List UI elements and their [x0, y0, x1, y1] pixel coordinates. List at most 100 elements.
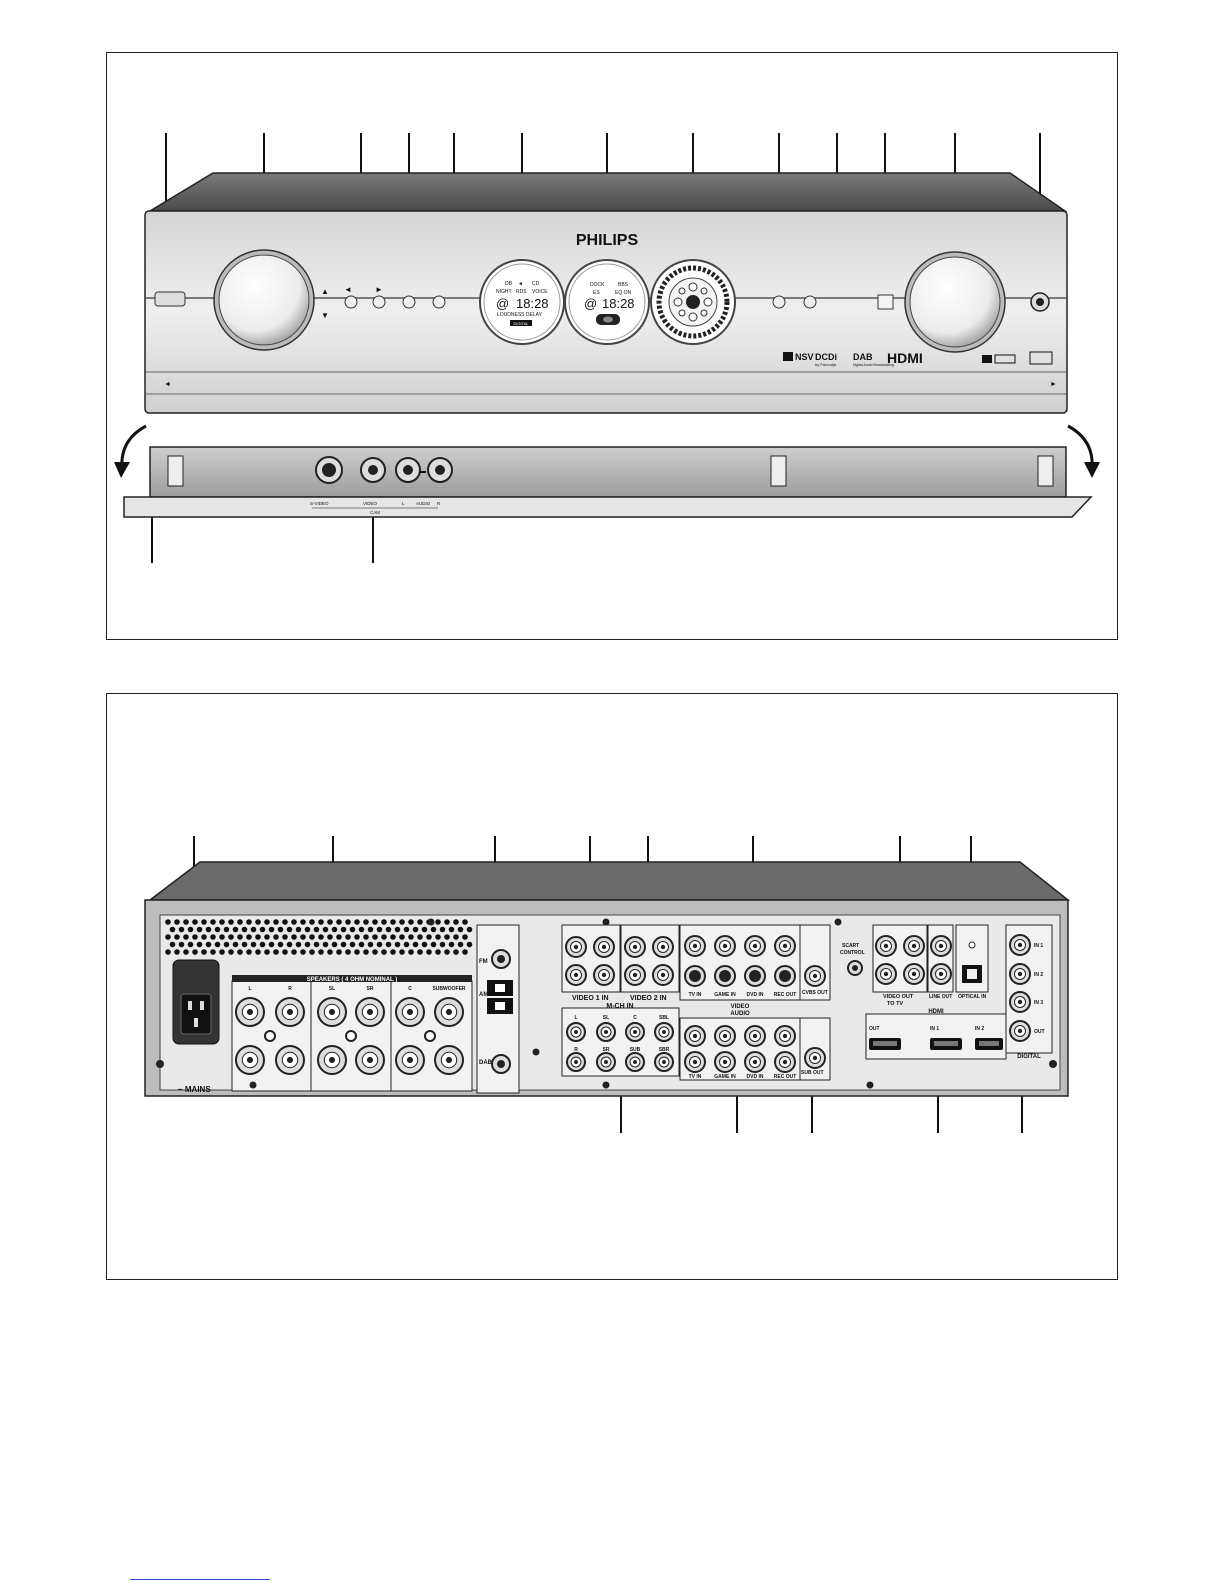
digital-label-0: IN 1: [1034, 943, 1043, 949]
speaker-binding-post-0[interactable]: [264, 1030, 276, 1042]
svideo-jack-1[interactable]: [714, 965, 736, 987]
video-row-jack-0[interactable]: [684, 935, 706, 957]
rear-top-lid: [147, 861, 1071, 901]
audio-row-jack-top-1[interactable]: [714, 1025, 736, 1047]
front-button-5[interactable]: [772, 295, 786, 309]
mch-jack-bottom-0[interactable]: [566, 1052, 586, 1072]
speaker-terminal-top-5[interactable]: [434, 997, 464, 1027]
audio-row-jack-bottom-1[interactable]: [714, 1051, 736, 1073]
arrow-prev-icon: ◄: [344, 285, 352, 294]
mch-jack-top-2[interactable]: [625, 1022, 645, 1042]
speaker-binding-post-1[interactable]: [345, 1030, 357, 1042]
tune-prev-button[interactable]: [344, 295, 358, 309]
nav-up-button[interactable]: [688, 282, 698, 292]
nav-down-button[interactable]: [688, 312, 698, 322]
brand-logo: PHILIPS: [576, 232, 639, 249]
mch-label-bottom-1: SR: [603, 1047, 610, 1053]
tune-next-button[interactable]: [372, 295, 386, 309]
audio-row-jack-bottom-2[interactable]: [744, 1051, 766, 1073]
speaker-binding-post-2[interactable]: [424, 1030, 436, 1042]
speaker-terminal-bottom-3[interactable]: [355, 1045, 385, 1075]
audio-row-jack-top-3[interactable]: [774, 1025, 796, 1047]
speakers-title: SPEAKERS ( 4 OHM NOMINAL ): [307, 977, 398, 983]
disp-left-r2a: NIGHT: [496, 289, 512, 295]
speaker-terminal-top-3[interactable]: [355, 997, 385, 1027]
video-out-jack-2[interactable]: [875, 963, 897, 985]
mch-label-bottom-2: SUB: [630, 1047, 641, 1053]
front-door[interactable]: [123, 496, 1093, 518]
nav-ok-button[interactable]: [686, 295, 700, 309]
logo-nsv: NSV: [795, 352, 814, 362]
mch-jack-top-3[interactable]: [654, 1022, 674, 1042]
hdmi-out-label: OUT: [869, 1026, 880, 1032]
disp-left-r1a: DB: [505, 281, 513, 287]
video-row-jack-2[interactable]: [744, 935, 766, 957]
volume-knob[interactable]: [909, 256, 1001, 348]
logo-strip: NSV DCDi by Faroudja DAB Digital Audio B…: [783, 350, 1053, 367]
video-out-jack-5[interactable]: [930, 963, 952, 985]
front-button-4[interactable]: [432, 295, 446, 309]
video2-in-label: VIDEO 2 IN: [630, 995, 667, 1002]
video-out-jack-1[interactable]: [903, 935, 925, 957]
video-in-jack-1[interactable]: [593, 936, 615, 958]
mains-socket[interactable]: [180, 993, 212, 1035]
digital-jack-3[interactable]: [1009, 1020, 1031, 1042]
video-row-jack-1[interactable]: [714, 935, 736, 957]
digital-jack-2[interactable]: [1009, 991, 1031, 1013]
speaker-terminal-bottom-4[interactable]: [395, 1045, 425, 1075]
nav-left-button[interactable]: [673, 297, 683, 307]
video-in-jack-5[interactable]: [652, 936, 674, 958]
hdmi-in2-label: IN 2: [975, 1026, 984, 1032]
audio-row-jack-top-2[interactable]: [744, 1025, 766, 1047]
speaker-terminal-top-1[interactable]: [275, 997, 305, 1027]
video-in-jack-7[interactable]: [652, 964, 674, 986]
speaker-terminal-top-4[interactable]: [395, 997, 425, 1027]
audio-row-jack-top-0[interactable]: [684, 1025, 706, 1047]
video-out-jack-4[interactable]: [930, 935, 952, 957]
disp-mid-seg-b: 18:28: [602, 296, 635, 311]
svideo-jack-0[interactable]: [684, 965, 706, 987]
video-in-jack-0[interactable]: [565, 936, 587, 958]
video-row-jack-3[interactable]: [774, 935, 796, 957]
video-input-jacks: [565, 936, 674, 986]
video-in-jack-6[interactable]: [624, 964, 646, 986]
ventilation-grille: [165, 919, 473, 955]
audio-row-jack-bottom-3[interactable]: [774, 1051, 796, 1073]
mch-jack-bottom-3[interactable]: [654, 1052, 674, 1072]
svideo-jack-2[interactable]: [744, 965, 766, 987]
front-button-6[interactable]: [803, 295, 817, 309]
speaker-terminal-top-0[interactable]: [235, 997, 265, 1027]
audio-group-label: AUDIO: [730, 1011, 750, 1017]
svideo-jack-3[interactable]: [774, 965, 796, 987]
arrow-next-icon: ►: [375, 285, 383, 294]
speaker-terminal-bottom-2[interactable]: [317, 1045, 347, 1075]
disp-mid-r1b: BBS: [618, 282, 629, 288]
sub-out-jack[interactable]: [804, 1047, 826, 1069]
nav-right-button[interactable]: [703, 297, 713, 307]
mch-jack-bottom-1[interactable]: [596, 1052, 616, 1072]
front-button-3[interactable]: [402, 295, 416, 309]
audio-row-jack-bottom-0[interactable]: [684, 1051, 706, 1073]
disp-left-r4: LOUDNESS DELAY: [497, 312, 543, 318]
mch-jack-top-1[interactable]: [596, 1022, 616, 1042]
hdmi-in1-label: IN 1: [930, 1026, 939, 1032]
cvbs-out-jack[interactable]: [804, 965, 826, 987]
digital-jack-0[interactable]: [1009, 934, 1031, 956]
speaker-terminal-bottom-5[interactable]: [434, 1045, 464, 1075]
digital-jack-1[interactable]: [1009, 963, 1031, 985]
logo-dab: DAB: [853, 352, 873, 362]
mch-jack-top-0[interactable]: [566, 1022, 586, 1042]
video-in-jack-3[interactable]: [593, 964, 615, 986]
mch-jack-bottom-2[interactable]: [625, 1052, 645, 1072]
disp-left-r5: DIGITAL: [513, 321, 529, 326]
speaker-terminal-bottom-1[interactable]: [275, 1045, 305, 1075]
video-in-jack-2[interactable]: [565, 964, 587, 986]
speaker-terminal-top-2[interactable]: [317, 997, 347, 1027]
standby-button[interactable]: [154, 291, 186, 307]
video-in-jack-4[interactable]: [624, 936, 646, 958]
video-out-jack-3[interactable]: [903, 963, 925, 985]
source-selector-knob[interactable]: [218, 254, 310, 346]
video-out-jack-0[interactable]: [875, 935, 897, 957]
aux-group-label: CAM: [370, 510, 380, 515]
speaker-terminal-bottom-0[interactable]: [235, 1045, 265, 1075]
